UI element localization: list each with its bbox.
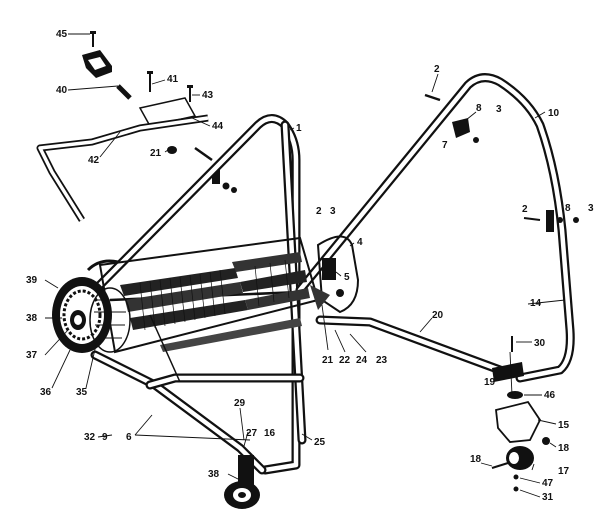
handle-bracket-assembly <box>36 31 237 222</box>
label-31: 31 <box>542 492 554 503</box>
label-21a: 21 <box>150 148 162 159</box>
label-19: 19 <box>484 377 496 388</box>
label-30: 30 <box>534 338 546 349</box>
wheel-36 <box>224 455 260 509</box>
label-22: 22 <box>339 355 351 366</box>
label-17: 17 <box>558 466 570 477</box>
label-45a: 45 <box>56 29 68 40</box>
label-32: 32 <box>84 432 96 443</box>
label-7: 7 <box>442 140 448 151</box>
label-6: 6 <box>126 432 132 443</box>
leader-lines <box>44 33 566 498</box>
label-2b: 2 <box>316 206 322 217</box>
gear-housing <box>52 259 131 353</box>
label-1: 1 <box>296 123 302 134</box>
label-23: 23 <box>376 355 388 366</box>
label-29: 29 <box>234 398 246 409</box>
label-3c: 3 <box>588 203 594 214</box>
label-44: 44 <box>212 121 224 132</box>
label-47: 47 <box>542 478 554 489</box>
label-20: 20 <box>432 310 444 321</box>
reel-cylinder <box>98 236 320 383</box>
label-39: 39 <box>26 275 38 286</box>
label-16: 16 <box>264 428 276 439</box>
label-3a: 3 <box>496 104 502 115</box>
label-9: 9 <box>102 432 108 443</box>
label-35: 35 <box>76 387 88 398</box>
label-46: 46 <box>544 390 556 401</box>
label-41: 41 <box>167 74 179 85</box>
label-10: 10 <box>548 108 560 119</box>
label-25: 25 <box>314 437 326 448</box>
label-15: 15 <box>558 420 570 431</box>
label-3b: 3 <box>330 206 336 217</box>
callout-labels: 45 40 41 43 44 42 21 1 2 8 3 7 10 2 3 4 … <box>26 29 594 503</box>
label-42: 42 <box>88 155 100 166</box>
right-hardware <box>424 93 579 492</box>
label-27: 27 <box>246 428 258 439</box>
label-4: 4 <box>357 237 363 248</box>
label-8b: 8 <box>565 203 571 214</box>
label-21b: 21 <box>322 355 334 366</box>
label-37: 37 <box>26 350 38 361</box>
label-18b: 18 <box>470 454 482 465</box>
label-36: 36 <box>40 387 52 398</box>
side-plate-4 <box>310 235 360 314</box>
label-2c: 2 <box>522 204 528 215</box>
label-8a: 8 <box>476 103 482 114</box>
label-24: 24 <box>356 355 368 366</box>
label-40: 40 <box>56 85 68 96</box>
label-14: 14 <box>530 298 542 309</box>
label-18a: 18 <box>558 443 570 454</box>
label-43: 43 <box>202 90 214 101</box>
label-2a: 2 <box>434 64 440 75</box>
frame-10-14 <box>295 73 575 383</box>
label-38a: 38 <box>26 313 38 324</box>
label-5: 5 <box>344 272 350 283</box>
label-38b: 38 <box>208 469 220 480</box>
